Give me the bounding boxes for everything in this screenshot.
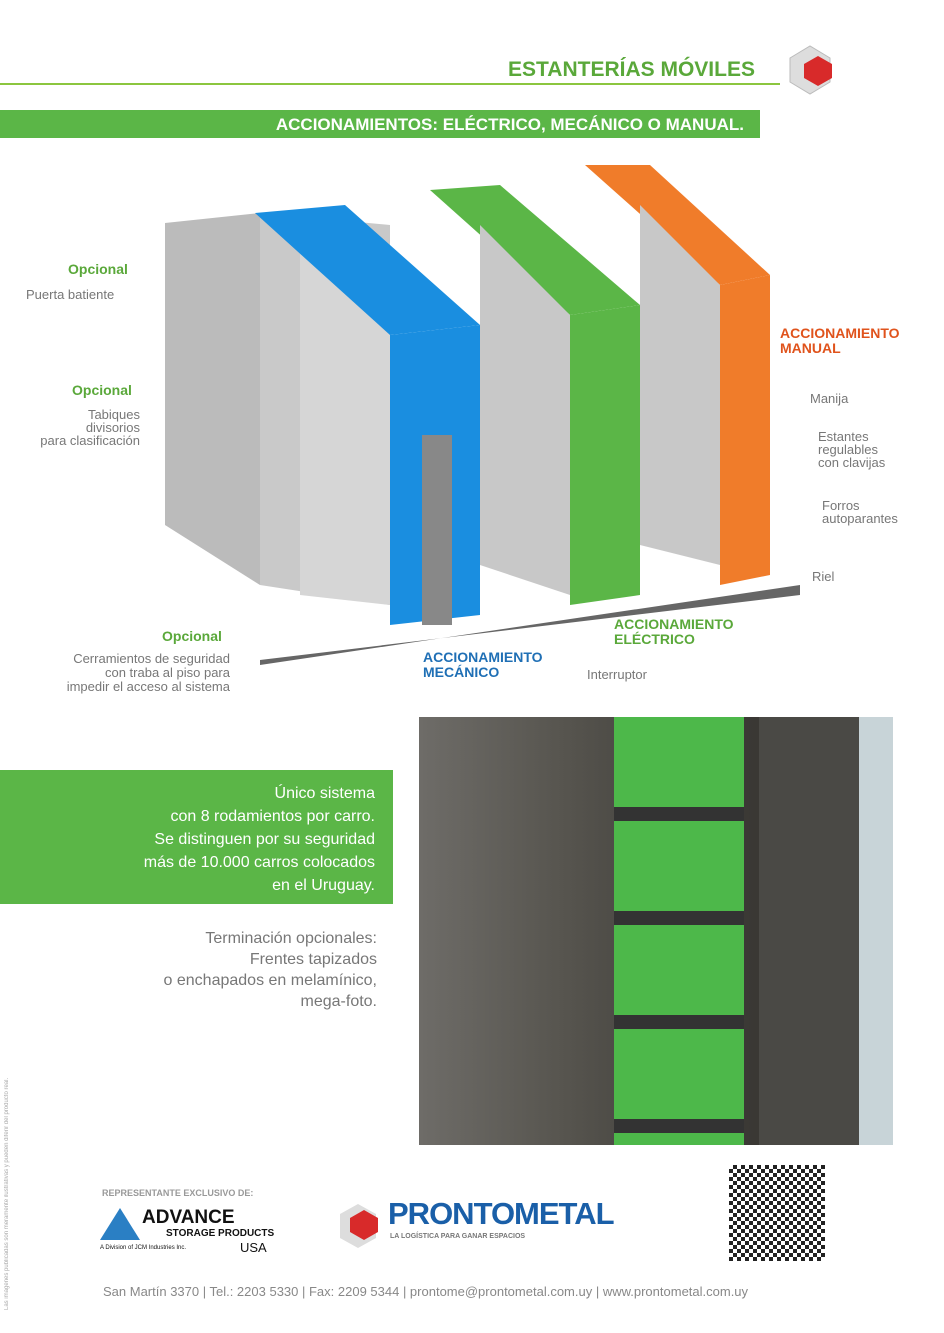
- advance-division: A Division of JCM Industries Inc.: [100, 1245, 187, 1251]
- line: con clavijas: [818, 455, 886, 470]
- line: impedir el acceso al sistema: [66, 679, 230, 694]
- line: autoparantes: [822, 511, 898, 526]
- orange-units: [585, 165, 770, 585]
- floor-rail: [260, 585, 800, 665]
- prontometal-logo-icon: [789, 45, 832, 95]
- line: Estantes: [818, 429, 869, 444]
- handle-label: Manija: [810, 391, 849, 406]
- optional-label-3: Opcional: [162, 628, 222, 644]
- feature-box: Único sistema con 8 rodamientos por carro…: [0, 770, 393, 904]
- window: [859, 717, 893, 1145]
- rail-label: Riel: [812, 569, 835, 584]
- advance-country: USA: [240, 1240, 267, 1255]
- disclaimer: Las imágenes publicadas son meramente il…: [4, 1077, 10, 1310]
- gray-unit: [165, 213, 390, 605]
- contact-info: San Martín 3370 | Tel.: 2203 5330 | Fax:…: [103, 1284, 749, 1299]
- line: Cerramientos de seguridad: [73, 651, 230, 666]
- line: Se distinguen por su seguridad: [154, 831, 375, 848]
- mobile-shelving-illustration: [165, 165, 800, 665]
- line: Terminación opcionales:: [205, 930, 377, 947]
- line: Forros: [822, 498, 860, 513]
- finish-options: Terminación opcionales: Frentes tapizados…: [100, 928, 377, 1012]
- line: ACCIONAMIENTO: [780, 325, 900, 341]
- line: MECÁNICO: [423, 664, 500, 680]
- optional-label-1: Opcional: [68, 261, 128, 277]
- page-title: ESTANTERÍAS MÓVILES: [508, 58, 755, 81]
- line: mega-foto.: [300, 993, 377, 1010]
- line: con traba al piso para: [104, 665, 230, 680]
- advance-sub: STORAGE PRODUCTS: [166, 1228, 275, 1239]
- line: para clasificación: [40, 433, 140, 448]
- line: ACCIONAMIENTO: [423, 649, 543, 665]
- header-rule: [0, 83, 780, 85]
- switch-label: Interruptor: [587, 667, 647, 682]
- section-banner: ACCIONAMIENTOS: ELÉCTRICO, MECÁNICO O MA…: [0, 110, 760, 138]
- blue-unit: [255, 205, 480, 625]
- prontometal-logo-footer-icon: [340, 1204, 378, 1248]
- line: regulables: [818, 442, 878, 457]
- door-label: Puerta batiente: [26, 287, 115, 302]
- advance-logo-icon: [100, 1208, 140, 1240]
- line: ACCIONAMIENTO: [614, 616, 734, 632]
- line: MANUAL: [780, 340, 841, 356]
- qr-code[interactable]: [726, 1162, 828, 1264]
- product-photo: [419, 717, 893, 1145]
- cabinet-door: [759, 717, 859, 1145]
- line: divisorios: [85, 420, 140, 435]
- line: o enchapados en melamínico,: [163, 972, 377, 989]
- prontometal-name: PRONTOMETAL: [388, 1196, 615, 1231]
- line: Único sistema: [274, 785, 375, 802]
- optional-label-2: Opcional: [72, 382, 132, 398]
- green-boxes: [614, 717, 744, 1145]
- line: más de 10.000 carros colocados: [143, 854, 375, 871]
- line: con 8 rodamientos por carro.: [170, 808, 375, 825]
- line: ELÉCTRICO: [614, 631, 695, 647]
- advance-name: ADVANCE: [142, 1207, 235, 1228]
- line: en el Uruguay.: [272, 877, 375, 894]
- line: Frentes tapizados: [249, 951, 377, 968]
- prontometal-tagline: LA LOGÍSTICA PARA GANAR ESPACIOS: [390, 1233, 526, 1240]
- line: Tabiques: [87, 407, 140, 422]
- green-units: [430, 185, 640, 605]
- representative-label: REPRESENTANTE EXCLUSIVO DE:: [102, 1188, 254, 1198]
